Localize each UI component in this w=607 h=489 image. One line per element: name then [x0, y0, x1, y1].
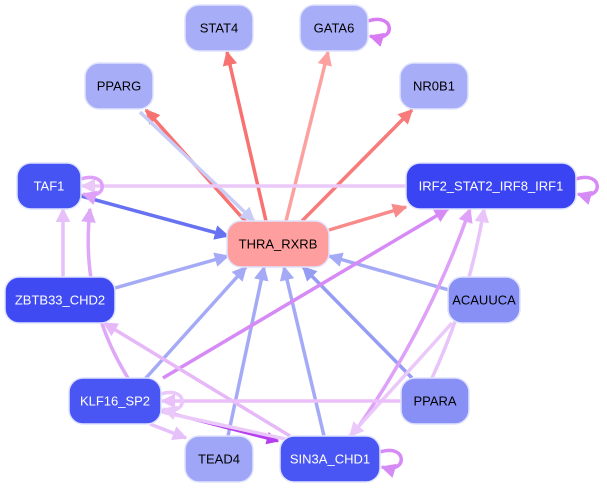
node-box [68, 377, 162, 425]
edge-zbtb33-chd2-to-thra-rxrb [114, 252, 230, 290]
node-tead4[interactable]: TEAD4 [184, 435, 254, 483]
node-zbtb33-chd2[interactable]: ZBTB33_CHD2 [4, 276, 116, 324]
node-label: PPARG [97, 79, 142, 94]
node-label: ACAUUCA [452, 293, 516, 308]
edge-thra-rxrb-to-nr0b1 [300, 108, 414, 223]
edge-thra-rxrb-to-gata6 [284, 50, 332, 222]
node-box [447, 276, 521, 324]
node-thra-rxrb[interactable]: THRA_RXRB [226, 220, 330, 268]
edge-klf16-sp2-to-irf2-stat2-irf8-irf1 [162, 207, 450, 380]
node-klf16-sp2[interactable]: KLF16_SP2 [68, 377, 162, 425]
edge-sin3a-chd1-to-irf2-stat2-irf8-irf1 [350, 207, 473, 438]
self-loop-gata6 [367, 17, 391, 47]
node-box [299, 4, 369, 52]
edge-sin3a-chd1-to-klf16-sp2 [161, 410, 291, 442]
edge-pparg-to-thra-rxrb [138, 110, 256, 223]
edge-thra-rxrb-to-irf2-stat2-irf8-irf1 [328, 203, 408, 232]
node-box [226, 220, 330, 268]
edge-sin3a-chd1-to-zbtb33-chd2 [102, 321, 291, 438]
node-label: KLF16_SP2 [80, 394, 150, 409]
node-label: PPARA [413, 394, 456, 409]
edge-thra-rxrb-to-stat4 [222, 50, 268, 222]
edge-tead4-to-thra-rxrb [226, 265, 269, 437]
node-box [399, 62, 469, 110]
node-irf2-stat2-irf8-irf1[interactable]: IRF2_STAT2_IRF8_IRF1 [405, 162, 577, 210]
node-label: ZBTB33_CHD2 [15, 293, 105, 308]
node-label: THRA_RXRB [239, 237, 318, 252]
node-label: TAF1 [34, 179, 65, 194]
node-box [84, 62, 154, 110]
node-nr0b1[interactable]: NR0B1 [399, 62, 469, 110]
node-box [4, 276, 116, 324]
node-box [16, 162, 82, 210]
node-box [400, 377, 470, 425]
node-box [184, 435, 254, 483]
node-stat4[interactable]: STAT4 [184, 4, 254, 52]
edge-acauuca-to-thra-rxrb [327, 252, 450, 292]
node-label: IRF2_STAT2_IRF8_IRF1 [419, 179, 564, 194]
edge-taf1-to-thra-rxrb [80, 194, 230, 240]
node-label: GATA6 [314, 21, 355, 36]
edge-acauuca-to-sin3a-chd1 [348, 321, 454, 438]
edge-klf16-sp2-to-tead4 [149, 422, 188, 441]
node-sin3a-chd1[interactable]: SIN3A_CHD1 [279, 435, 381, 483]
node-acauuca[interactable]: ACAUUCA [447, 276, 521, 324]
self-loop-taf1 [80, 175, 104, 205]
node-label: SIN3A_CHD1 [290, 452, 370, 467]
node-taf1[interactable]: TAF1 [16, 162, 82, 210]
node-label: STAT4 [200, 21, 239, 36]
node-label: NR0B1 [413, 79, 455, 94]
edge-sin3a-chd1-to-thra-rxrb [279, 265, 326, 437]
node-box [184, 4, 254, 52]
node-label: TEAD4 [198, 452, 240, 467]
edge-klf16-sp2-to-thra-rxrb [143, 265, 248, 381]
edges-layer [55, 17, 599, 478]
node-box [405, 162, 577, 210]
self-loop-irf2-stat2-irf8-irf1 [575, 175, 599, 205]
node-pparg[interactable]: PPARG [84, 62, 154, 110]
node-gata6[interactable]: GATA6 [299, 4, 369, 52]
self-loop-klf16-sp2 [160, 390, 184, 420]
self-loop-sin3a-chd1 [379, 448, 403, 478]
node-ppara[interactable]: PPARA [400, 377, 470, 425]
node-box [279, 435, 381, 483]
